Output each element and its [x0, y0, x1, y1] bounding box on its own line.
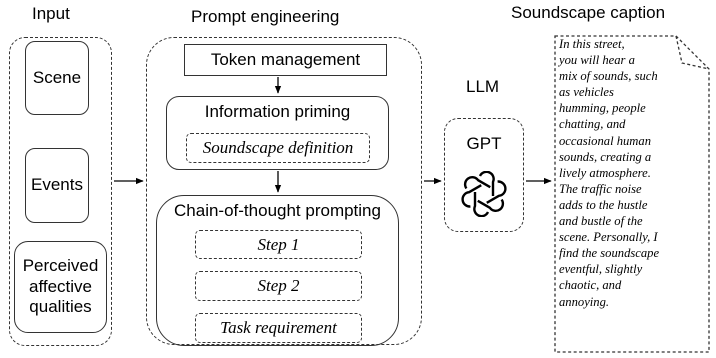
caption-document-outline [554, 35, 710, 353]
chain-of-thought-box: Chain-of-thought prompting Step 1 Step 2… [156, 195, 399, 346]
soundscape-definition-box: Soundscape definition [186, 133, 370, 163]
chain-of-thought-label: Chain-of-thought prompting [174, 201, 381, 220]
input-scene: Scene [25, 41, 89, 115]
step-2-box: Step 2 [195, 271, 362, 301]
prompt-engineering-title: Prompt engineering [191, 7, 340, 26]
information-priming-label: Information priming [204, 102, 351, 121]
soundscape-caption-title: Soundscape caption [511, 3, 666, 22]
information-priming-box: Information priming Soundscape definitio… [166, 96, 389, 170]
caption-text: In this street, you will hear a mix of s… [559, 37, 660, 309]
step-1-box: Step 1 [195, 230, 362, 259]
openai-logo-icon [461, 171, 507, 217]
input-group [9, 37, 112, 346]
prompt-engineering-group [146, 37, 422, 345]
input-events: Events [25, 148, 89, 223]
gpt-label: GPT [466, 134, 502, 153]
task-requirement-box: Task requirement [195, 313, 362, 343]
token-management-box: Token management [184, 44, 387, 76]
llm-title: LLM [466, 77, 500, 96]
input-perceived-affective-qualities: Perceived affective qualities [14, 241, 107, 333]
llm-box: GPT [444, 118, 524, 232]
input-title: Input [32, 4, 70, 23]
